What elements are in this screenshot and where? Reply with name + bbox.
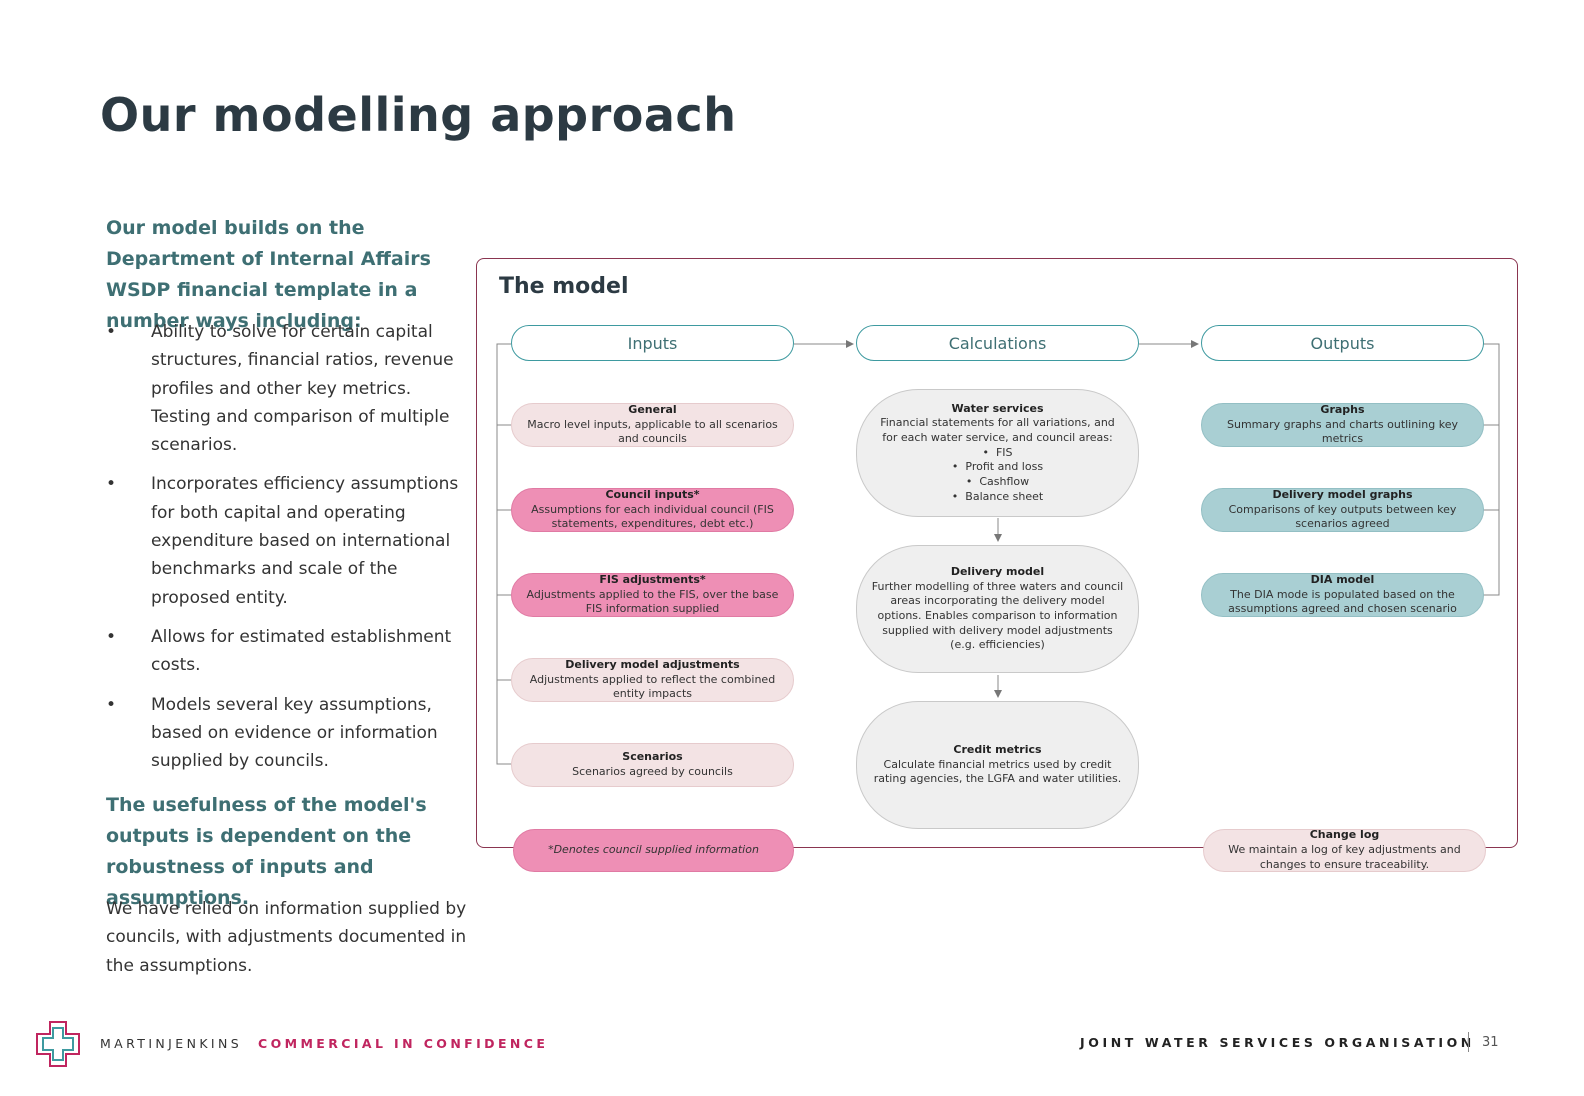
- input-scenarios: Scenarios Scenarios agreed by councils: [511, 743, 794, 787]
- calc-water-services: Water services Financial statements for …: [856, 389, 1139, 517]
- change-log: Change log We maintain a log of key adju…: [1203, 828, 1486, 872]
- bullet-icon: •: [106, 474, 117, 495]
- input-council: Council inputs* Assumptions for each ind…: [511, 488, 794, 532]
- feature-list: •Ability to solve for certain capital st…: [106, 318, 476, 786]
- legend-note: *Denotes council supplied information: [513, 829, 794, 872]
- inputs-bracket-line: [496, 343, 511, 765]
- input-fis-adjustments: FIS adjustments* Adjustments applied to …: [511, 573, 794, 617]
- calc-credit-metrics: Credit metrics Calculate financial metri…: [856, 701, 1139, 829]
- list-item: • Balance sheet: [951, 489, 1044, 503]
- output-graphs: Graphs Summary graphs and charts outlini…: [1201, 403, 1484, 447]
- output-delivery-model-graphs: Delivery model graphs Comparisons of key…: [1201, 488, 1484, 532]
- footer-confidentiality: COMMERCIAL IN CONFIDENCE: [258, 1036, 549, 1051]
- page-number: 31: [1482, 1035, 1499, 1050]
- footer-divider: [1468, 1032, 1469, 1052]
- bullet-icon: •: [106, 694, 117, 715]
- model-frame: [476, 258, 1518, 848]
- list-item: •Models several key assumptions, based o…: [106, 691, 476, 776]
- list-item: •Incorporates efficiency assumptions for…: [106, 470, 476, 611]
- intro-heading: Our model builds on the Department of In…: [106, 217, 431, 332]
- inputs-header: Inputs: [511, 325, 794, 361]
- page-title: Our modelling approach: [100, 88, 737, 142]
- outputs-header: Outputs: [1201, 325, 1484, 361]
- martinjenkins-logo-icon: [36, 1021, 80, 1067]
- list-item: • Profit and loss: [951, 460, 1044, 474]
- footer-brand: MARTINJENKINS: [100, 1036, 243, 1051]
- outputs-bracket-line: [1483, 343, 1500, 596]
- water-services-list: • FIS • Profit and loss • Cashflow • Bal…: [952, 446, 1043, 505]
- usefulness-heading: The usefulness of the model's outputs is…: [106, 794, 427, 909]
- output-dia-model: DIA model The DIA mode is populated base…: [1201, 573, 1484, 617]
- bullet-icon: •: [106, 626, 117, 647]
- input-delivery-adjustments: Delivery model adjustments Adjustments a…: [511, 658, 794, 702]
- list-item: •Ability to solve for certain capital st…: [106, 318, 476, 459]
- input-general: General Macro level inputs, applicable t…: [511, 403, 794, 447]
- reliance-note: We have relied on information supplied b…: [106, 899, 467, 976]
- footer-organisation: JOINT WATER SERVICES ORGANISATION: [1080, 1035, 1475, 1050]
- calc-delivery-model: Delivery model Further modelling of thre…: [856, 545, 1139, 673]
- list-item: • FIS: [982, 445, 1013, 459]
- bullet-icon: •: [106, 322, 117, 342]
- list-item: • Cashflow: [965, 475, 1030, 489]
- list-item: •Allows for estimated establishment cost…: [106, 623, 476, 680]
- calculations-header: Calculations: [856, 325, 1139, 361]
- model-title: The model: [499, 274, 629, 299]
